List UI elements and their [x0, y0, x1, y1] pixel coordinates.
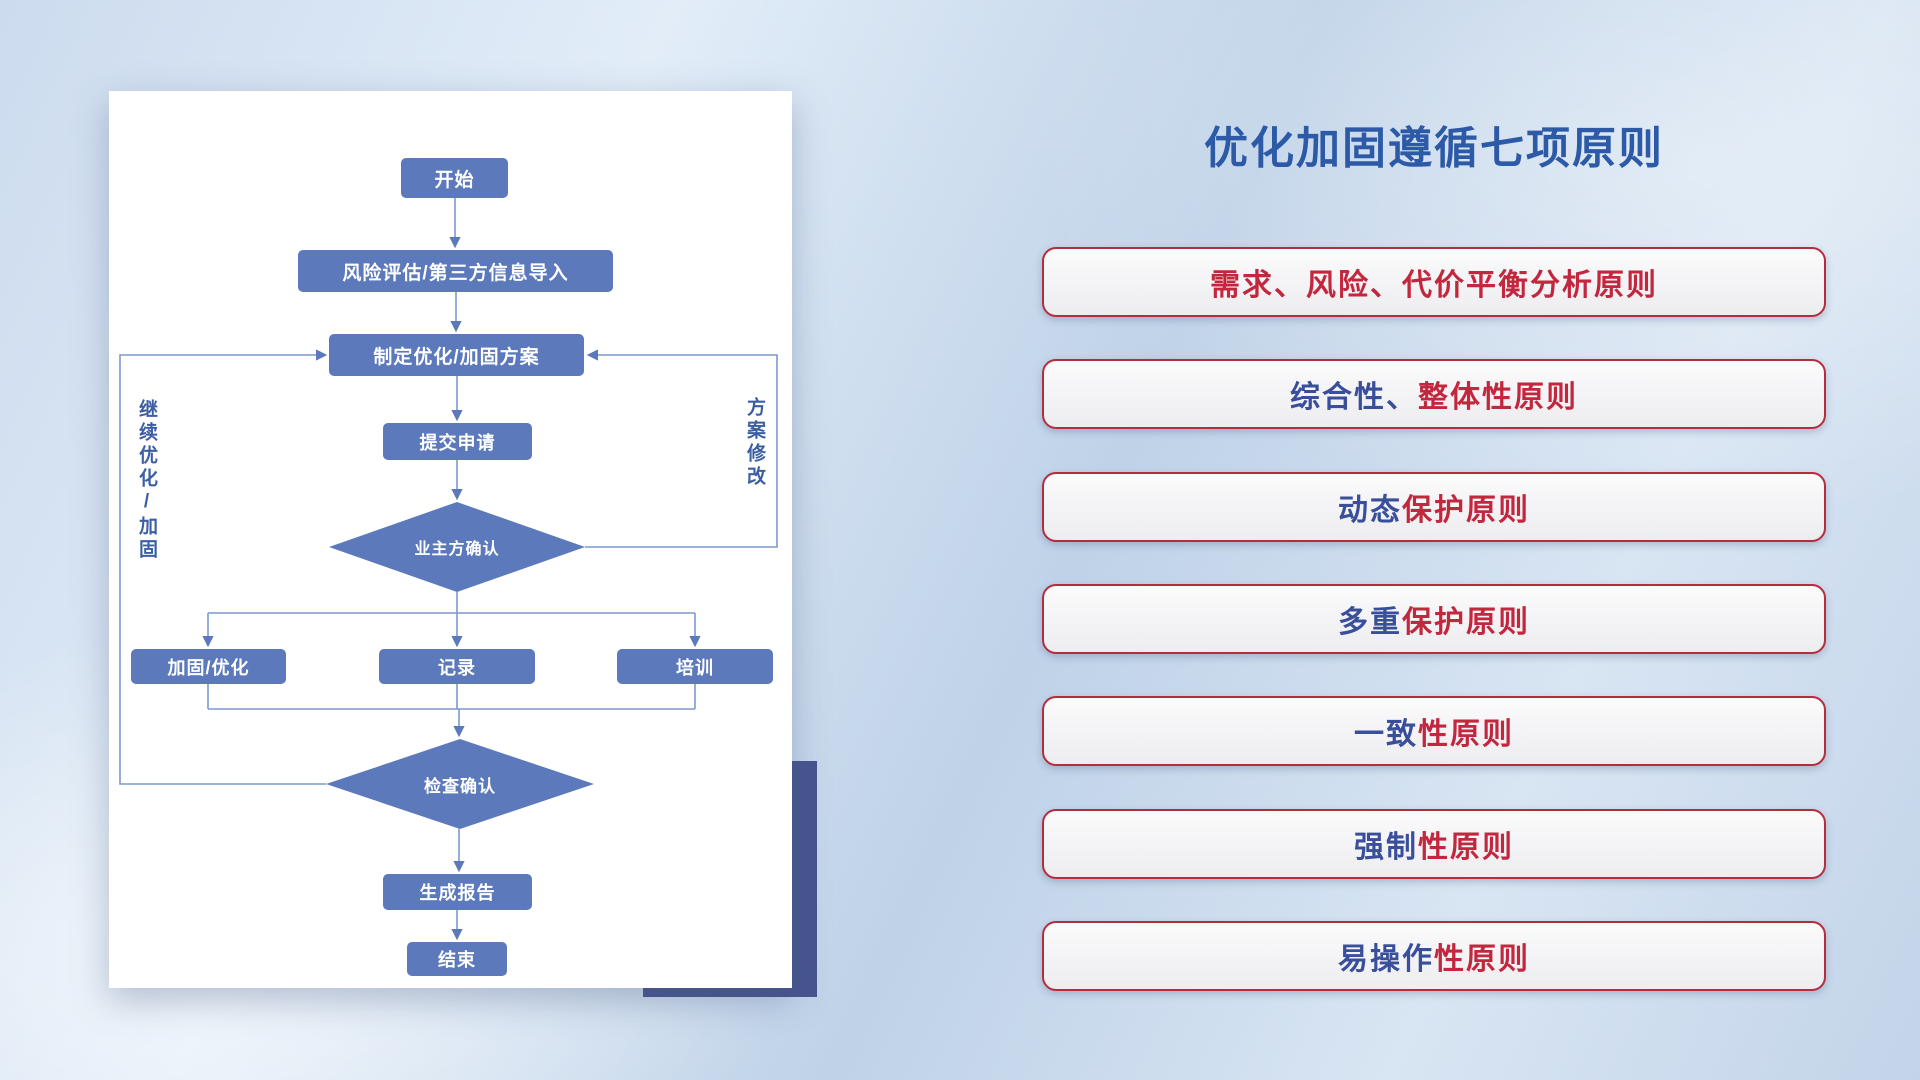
flow-node-risk-import: 风险评估/第三方信息导入: [298, 250, 613, 292]
flow-node-make-plan: 制定优化/加固方案: [329, 334, 584, 376]
principle-text: 保护原则: [1402, 606, 1530, 639]
flow-node-generate-report: 生成报告: [383, 874, 532, 910]
principle-text: 多重: [1338, 606, 1402, 639]
flow-node-training: 培训: [617, 649, 773, 684]
principle-box-2: 综合性、整体性原则: [1042, 359, 1826, 429]
flow-node-end: 结束: [407, 942, 507, 976]
principle-text: 整体性原则: [1418, 381, 1578, 414]
loop-label-continue-optimize: 继续优化/加固: [136, 399, 157, 562]
principles-panel: 优化加固遵循七项原则 需求、风险、代价平衡分析原则 综合性、整体性原则 动态保护…: [1042, 0, 1826, 1080]
panel-title: 优化加固遵循七项原则: [1204, 124, 1664, 173]
principle-text: 需求、风险、代价平衡分析原则: [1210, 269, 1658, 302]
flow-connectors: [119, 198, 778, 941]
principle-box-3: 动态保护原则: [1042, 472, 1826, 542]
flow-node-harden-optimize: 加固/优化: [131, 649, 286, 684]
principle-box-7: 易操作性原则: [1042, 921, 1826, 991]
principle-text: 性原则: [1434, 943, 1530, 976]
principle-text: 性原则: [1418, 831, 1514, 864]
flow-node-record: 记录: [379, 649, 535, 684]
principle-text: 强制: [1354, 831, 1418, 864]
principle-text: 易操作: [1338, 943, 1434, 976]
principle-box-4: 多重保护原则: [1042, 584, 1826, 654]
principle-text: 一致: [1354, 718, 1418, 751]
principle-box-6: 强制性原则: [1042, 809, 1826, 879]
principle-box-1: 需求、风险、代价平衡分析原则: [1042, 247, 1826, 317]
flowchart-card: 开始 风险评估/第三方信息导入 制定优化/加固方案 提交申请 业主方确认 加固/…: [109, 91, 792, 988]
loop-label-plan-revise: 方案修改: [744, 397, 765, 489]
principle-box-5: 一致性原则: [1042, 696, 1826, 766]
principle-text: 动态: [1338, 494, 1402, 527]
flow-node-start: 开始: [401, 158, 508, 198]
flow-node-submit-request: 提交申请: [383, 423, 532, 460]
principle-text: 综合性、: [1290, 381, 1418, 414]
principle-text: 保护原则: [1402, 494, 1530, 527]
principle-text: 性原则: [1418, 718, 1514, 751]
